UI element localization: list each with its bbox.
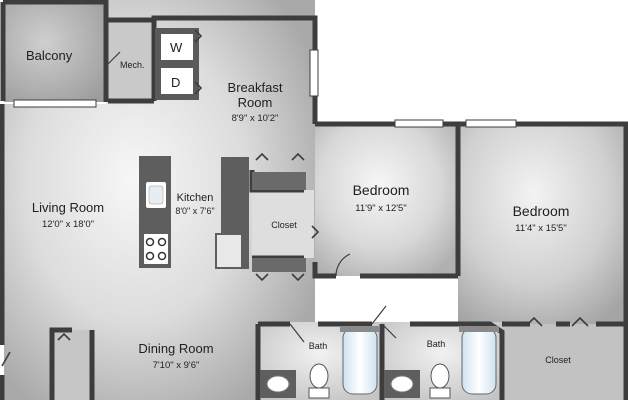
closet-right-floor (502, 324, 626, 400)
dryer-label: D (171, 75, 180, 90)
dining-room-label: Dining Room (138, 341, 213, 356)
bath1-label: Bath (309, 341, 328, 351)
bath1-sink (266, 375, 290, 393)
door-chevrons (1, 29, 589, 367)
bath2-tub (461, 327, 497, 395)
bath1-tub-surround (340, 326, 380, 332)
dryer-box (161, 68, 193, 94)
bath1-tub (342, 327, 378, 395)
bedroom1-floor (315, 124, 458, 276)
washer-box (161, 34, 193, 60)
closet-shelf-top (252, 172, 306, 190)
bedroom2-label: Bedroom (513, 203, 570, 219)
balcony-label: Balcony (26, 48, 73, 63)
living-room-label: Living Room (32, 200, 104, 215)
windows (13, 49, 517, 128)
breakfast-dims: 8'9" x 10'2" (232, 113, 279, 124)
closet-center-floor (252, 190, 314, 258)
closet-center-label: Closet (271, 220, 297, 230)
mech-label: Mech. (120, 60, 145, 70)
stove-burners (145, 237, 167, 261)
breakfast-name-line2: Room (238, 95, 273, 110)
closet-shelf-bottom (252, 258, 306, 272)
living-room-dims: 12'0" x 18'0" (42, 219, 94, 230)
bath1-toilet (308, 363, 330, 399)
washer-label: W (170, 40, 183, 55)
bath2-tub-surround (459, 326, 499, 332)
closet-left-floor (52, 330, 92, 400)
breakfast-name-line1: Breakfast (228, 80, 283, 95)
fridge (215, 233, 243, 269)
balcony-floor (4, 2, 106, 102)
mech-floor (106, 20, 154, 102)
dining-room-dims: 7'10" x 9'6" (153, 360, 200, 371)
bath2-toilet (429, 363, 451, 399)
kitchen-label: Kitchen (177, 192, 214, 204)
bedroom1-label: Bedroom (353, 182, 410, 198)
closet-right-label: Closet (545, 355, 571, 365)
bath2-sink (390, 375, 414, 393)
bedroom2-floor (458, 124, 626, 324)
bedroom1-dims: 11'9" x 12'5" (355, 203, 406, 214)
kitchen-dims: 8'0" x 7'6" (175, 206, 214, 216)
door-swings (105, 51, 397, 343)
bath2-label: Bath (427, 339, 446, 349)
sink-basin (148, 185, 164, 205)
bedroom2-dims: 11'4" x 15'5" (515, 223, 566, 234)
